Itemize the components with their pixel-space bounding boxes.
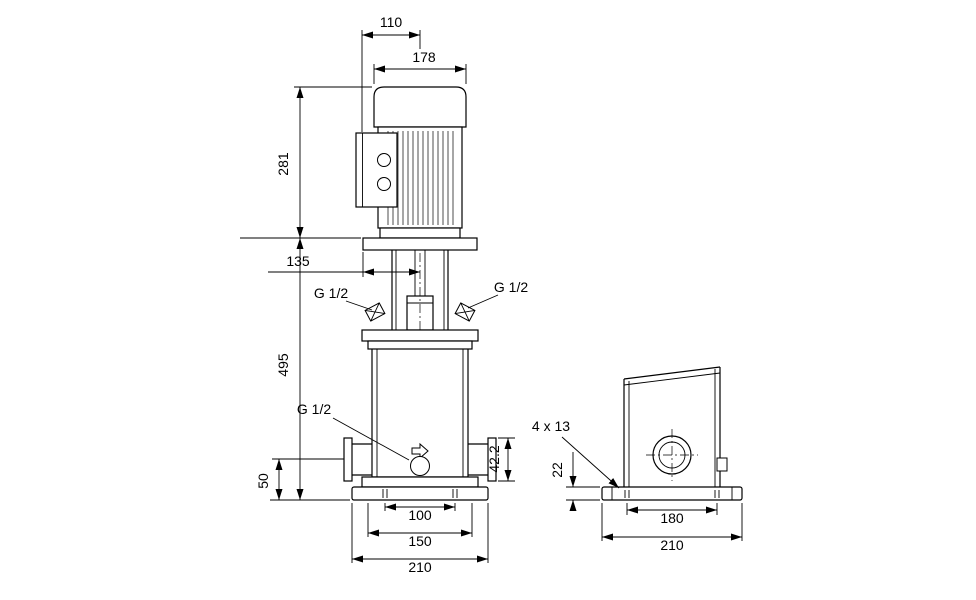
pump-sleeve bbox=[371, 349, 469, 478]
motor-cooling-fins bbox=[387, 131, 454, 225]
front-view bbox=[343, 86, 497, 501]
dim-281: 281 bbox=[240, 86, 372, 239]
dim-110: 110 bbox=[361, 14, 421, 132]
pump-head bbox=[361, 329, 479, 350]
dim-210-front-label: 210 bbox=[408, 559, 432, 575]
dim-42-2: 42.2 bbox=[486, 437, 515, 482]
dim-50-label: 50 bbox=[255, 473, 271, 489]
side-sleeve bbox=[623, 366, 721, 487]
dim-22-label: 22 bbox=[549, 462, 565, 478]
dim-495: 495 bbox=[275, 238, 304, 500]
side-base bbox=[601, 486, 743, 501]
dim-110-label: 110 bbox=[380, 14, 403, 30]
break-line bbox=[623, 366, 721, 380]
dim-180: 180 bbox=[626, 503, 718, 526]
side-view bbox=[601, 366, 743, 501]
motor bbox=[355, 86, 478, 251]
vent-left-label: G 1/2 bbox=[314, 285, 348, 301]
dim-180-label: 180 bbox=[660, 510, 684, 526]
dim-210-side-label: 210 bbox=[660, 537, 684, 553]
label-vent-left: G 1/2 bbox=[314, 285, 373, 311]
dim-210-side: 210 bbox=[601, 503, 743, 553]
dim-210-front: 210 bbox=[351, 503, 489, 575]
vent-plug-right bbox=[454, 302, 476, 322]
vent-plug-left bbox=[364, 302, 386, 322]
dim-150-label: 150 bbox=[408, 533, 432, 549]
clamp-detail bbox=[716, 457, 728, 472]
discharge-port bbox=[468, 437, 497, 482]
dim-281-label: 281 bbox=[275, 152, 291, 176]
suction-port bbox=[343, 437, 372, 482]
pump-base bbox=[351, 476, 489, 501]
dim-22: 22 bbox=[549, 452, 600, 511]
dim-100-label: 100 bbox=[408, 507, 432, 523]
dim-50: 50 bbox=[255, 458, 350, 501]
dim-150: 150 bbox=[367, 503, 473, 549]
drain-port bbox=[410, 442, 430, 476]
dim-4x13-label: 4 x 13 bbox=[532, 418, 570, 434]
dim-178: 178 bbox=[373, 49, 467, 84]
motor-flange bbox=[379, 227, 461, 239]
dim-135: 135 bbox=[268, 252, 420, 277]
vent-right-label: G 1/2 bbox=[494, 279, 528, 295]
label-vent-right: G 1/2 bbox=[467, 279, 528, 309]
dimensions: 110 178 281 135 495 50 bbox=[240, 14, 743, 575]
dim-100: 100 bbox=[384, 503, 456, 523]
discharge-flange bbox=[487, 437, 497, 482]
drain-label: G 1/2 bbox=[297, 401, 331, 417]
cable-entry-bottom bbox=[377, 177, 391, 191]
dim-135-label: 135 bbox=[286, 253, 310, 269]
drain-plug bbox=[410, 456, 430, 476]
dim-4x13: 4 x 13 bbox=[532, 418, 620, 489]
dim-178-label: 178 bbox=[412, 49, 436, 65]
label-drain: G 1/2 bbox=[297, 401, 410, 461]
flow-arrow-icon bbox=[411, 442, 429, 460]
motor-stool-plate bbox=[362, 237, 478, 251]
suction-flange bbox=[343, 437, 353, 482]
side-port bbox=[646, 429, 698, 481]
coupling-lantern bbox=[364, 250, 476, 338]
cable-entry-top bbox=[377, 153, 391, 167]
terminal-box bbox=[355, 132, 398, 208]
motor-fan-cover bbox=[373, 86, 467, 128]
dim-42-2-label: 42.2 bbox=[486, 445, 502, 472]
dim-495-label: 495 bbox=[275, 353, 291, 377]
